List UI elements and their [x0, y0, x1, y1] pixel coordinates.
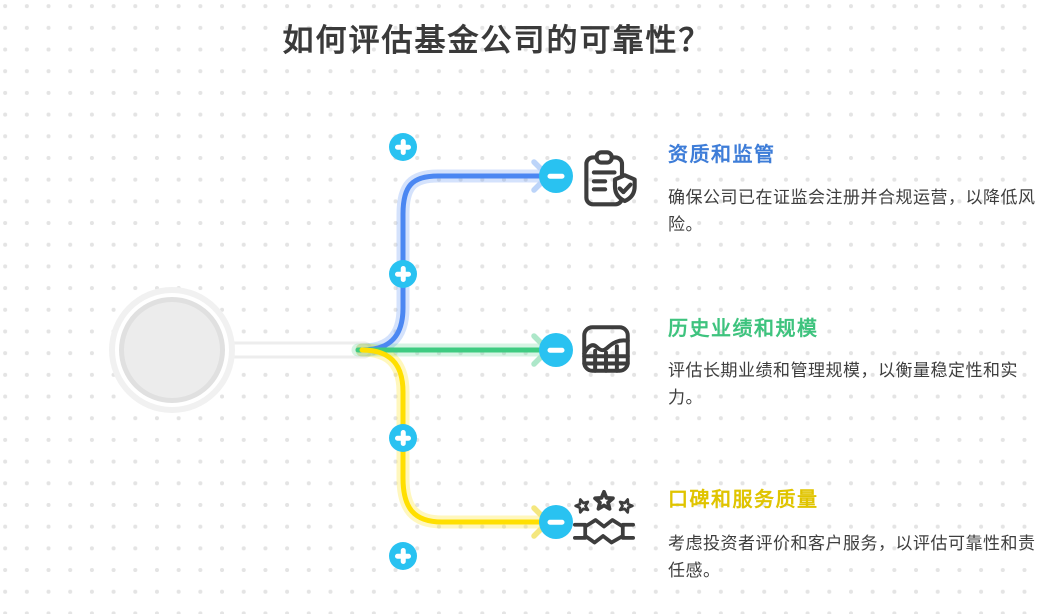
minus-icon[interactable]: [539, 333, 573, 367]
node-title: 资质和监管: [668, 144, 776, 166]
node-description: 考虑投资者评价和客户服务，以评估可靠性和责任感。: [668, 534, 1036, 580]
page-title: 如何评估基金公司的可靠性？: [282, 22, 712, 58]
node-title: 历史业绩和规模: [668, 318, 819, 340]
minus-icon[interactable]: [539, 159, 573, 193]
plus-icon[interactable]: [389, 133, 417, 161]
minus-icon[interactable]: [539, 505, 573, 539]
node-description: 确保公司已在证监会注册并合规运营，以降低风险。: [668, 188, 1036, 234]
branch-halo-blue: [355, 169, 549, 357]
area-chart-grid-icon: [577, 320, 635, 378]
node-description: 评估长期业绩和管理规模，以衡量稳定性和实力。: [668, 361, 1018, 407]
clipboard-shield-check-icon: [577, 148, 637, 210]
branch-line-yellow: [359, 347, 545, 525]
root-node-circle[interactable]: [119, 297, 225, 403]
node-title: 口碑和服务质量: [668, 489, 819, 511]
plus-icon[interactable]: [389, 260, 417, 288]
plus-icon[interactable]: [389, 542, 417, 570]
handshake-stars-icon: [570, 489, 638, 551]
branch-line-blue: [359, 173, 545, 353]
plus-icon[interactable]: [389, 424, 417, 452]
